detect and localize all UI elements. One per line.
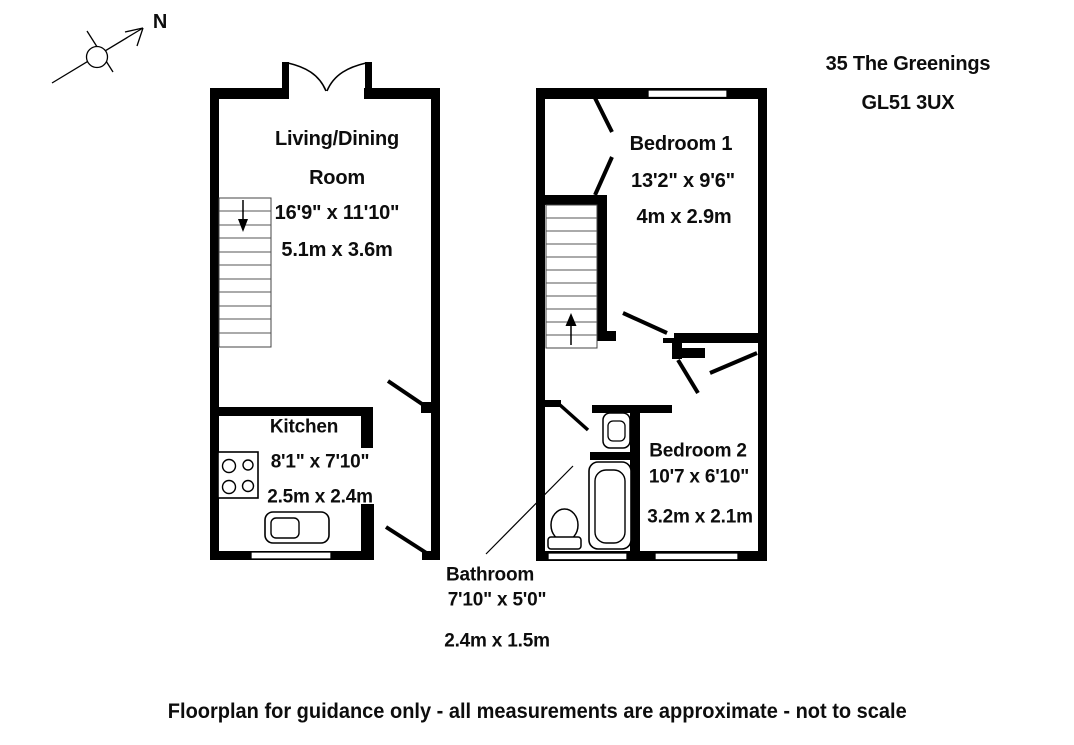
stairs-down-arrow-icon — [238, 200, 248, 232]
bedroom1-dims-metric: 4m x 2.9m — [636, 206, 732, 228]
door-swing-lines — [558, 97, 758, 432]
bath-icon — [588, 461, 632, 550]
bedroom2-dims-imperial: 10'7 x 6'10" — [648, 466, 750, 488]
address-line1: 35 The Greenings — [825, 53, 991, 75]
bathroom-label: Bathroom — [445, 564, 535, 586]
ground-floor-plan — [210, 62, 440, 560]
door-swing-lines — [384, 379, 430, 556]
bedroom2-label: Bedroom 2 — [649, 440, 747, 462]
bathroom-window — [547, 552, 628, 561]
staircase-up — [545, 204, 598, 349]
kitchen-dims-imperial: 8'1" x 7'10" — [270, 451, 370, 473]
bedroom1-window — [647, 89, 728, 99]
stairs-up-arrow-icon — [565, 313, 577, 345]
north-label: N — [152, 11, 168, 33]
hob-icon — [217, 451, 259, 499]
living-dining-dims-metric: 5.1m x 3.6m — [281, 239, 393, 261]
bedroom1-dims-imperial: 13'2" x 9'6" — [631, 170, 735, 192]
french-doors-swing — [287, 62, 367, 92]
disclaimer-bar: Floorplan for guidance only - all measur… — [0, 699, 1074, 724]
kitchen-dims-metric: 2.5m x 2.4m — [267, 486, 373, 508]
bathroom-dims-imperial: 7'10" x 5'0" — [447, 589, 547, 611]
cupboard-door-swing — [593, 97, 614, 133]
first-floor-plan — [485, 88, 767, 561]
cupboard-door-swing — [593, 156, 614, 196]
kitchen-label: Kitchen — [269, 416, 339, 438]
bedroom2-door-swing — [676, 358, 700, 395]
bedroom2-window — [654, 552, 739, 561]
bathroom-dims-metric: 2.4m x 1.5m — [444, 630, 550, 652]
bathroom-door-swing — [558, 403, 590, 432]
living-dining-label-line2: Room — [309, 167, 365, 189]
bathroom-leader-line — [485, 465, 574, 555]
kitchen-window — [250, 551, 332, 560]
sink-icon — [264, 511, 330, 544]
living-dining-label-line1: Living/Dining — [274, 128, 400, 150]
staircase-down — [218, 197, 272, 348]
front-door-swing — [384, 525, 430, 556]
bedroom1-label: Bedroom 1 — [629, 133, 733, 155]
toilet-icon — [547, 508, 582, 550]
bedroom2-door-swing — [709, 351, 758, 375]
bedroom1-door-swing — [622, 311, 668, 335]
north-arrow-icon — [51, 27, 144, 84]
bedroom2-dims-metric: 3.2m x 2.1m — [647, 506, 753, 528]
first-floor-windows — [547, 89, 739, 561]
living-dining-dims-imperial: 16'9" x 11'10" — [274, 202, 400, 224]
address-line2: GL51 3UX — [861, 92, 955, 114]
disclaimer-text: Floorplan for guidance only - all measur… — [167, 699, 907, 723]
washbasin-icon — [602, 412, 631, 449]
hall-door-swing — [386, 379, 427, 408]
